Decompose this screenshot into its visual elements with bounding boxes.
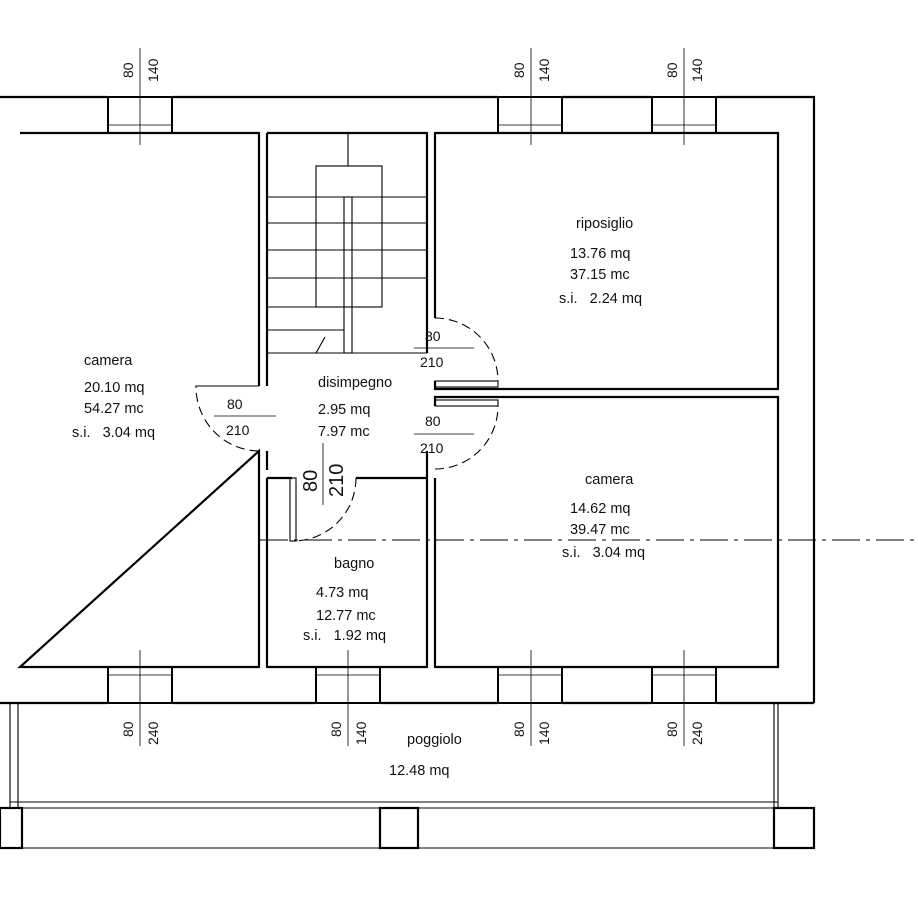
room-area: 20.10 mq (84, 380, 144, 396)
window-width-label: 80 (664, 62, 680, 78)
window-width-label: 80 (328, 721, 344, 737)
window-height-label: 240 (145, 721, 161, 745)
room-volume: 54.27 mc (84, 401, 144, 417)
room-si: s.i. 3.04 mq (562, 545, 645, 561)
window-bottom-bagno (315, 650, 381, 746)
door-width-label: 80 (227, 396, 243, 412)
window-width-label: 80 (511, 721, 527, 737)
room-volume: 39.47 mc (570, 522, 630, 538)
room-area: 12.48 mq (389, 763, 449, 779)
room-volume: 7.97 mc (318, 424, 370, 440)
room-area: 13.76 mq (570, 246, 630, 262)
room-si: s.i. 3.04 mq (72, 425, 155, 441)
window-width-label: 80 (664, 721, 680, 737)
room-name: bagno (334, 556, 374, 572)
room-volume: 12.77 mc (316, 608, 376, 624)
door-height-label: 210 (420, 354, 444, 370)
door-height-label: 210 (326, 464, 348, 497)
room-riposiglio (433, 131, 780, 391)
room-area: 14.62 mq (570, 501, 630, 517)
room-camera-left (17, 131, 261, 669)
door-width-label: 80 (425, 413, 441, 429)
door-camera-left (195, 385, 276, 452)
window-top-left (107, 48, 173, 145)
poggiolo (0, 703, 816, 850)
window-top-right (651, 48, 717, 145)
window-height-label: 240 (689, 721, 705, 745)
room-area: 2.95 mq (318, 402, 370, 418)
door-height-label: 210 (226, 422, 250, 438)
room-name: disimpegno (318, 375, 392, 391)
window-width-label: 80 (120, 62, 136, 78)
room-name: riposiglio (576, 216, 633, 232)
window-bottom-right (651, 650, 717, 746)
room-name: camera (585, 472, 634, 488)
room-si: s.i. 1.92 mq (303, 628, 386, 644)
window-width-label: 80 (120, 721, 136, 737)
room-si: s.i. 2.24 mq (559, 291, 642, 307)
room-name: poggiolo (407, 732, 462, 748)
window-height-label: 140 (353, 721, 369, 745)
window-bottom-left (107, 650, 173, 746)
stairwell (265, 131, 429, 386)
window-width-label: 80 (511, 62, 527, 78)
door-camera-right (414, 399, 499, 470)
window-top-mid (497, 48, 563, 145)
room-volume: 37.15 mc (570, 267, 630, 283)
window-height-label: 140 (145, 58, 161, 82)
room-camera-right (433, 395, 780, 669)
window-height-label: 140 (536, 721, 552, 745)
window-height-label: 140 (689, 58, 705, 82)
door-riposiglio (414, 317, 499, 388)
window-height-label: 140 (536, 58, 552, 82)
door-width-label: 80 (300, 470, 322, 492)
outer-walls (0, 95, 816, 705)
room-area: 4.73 mq (316, 585, 368, 601)
door-width-label: 80 (425, 328, 441, 344)
window-bottom-mid (497, 650, 563, 746)
room-disimpegno (265, 451, 429, 478)
room-name: camera (84, 353, 133, 369)
room-bagno (265, 476, 429, 669)
door-height-label: 210 (420, 440, 444, 456)
